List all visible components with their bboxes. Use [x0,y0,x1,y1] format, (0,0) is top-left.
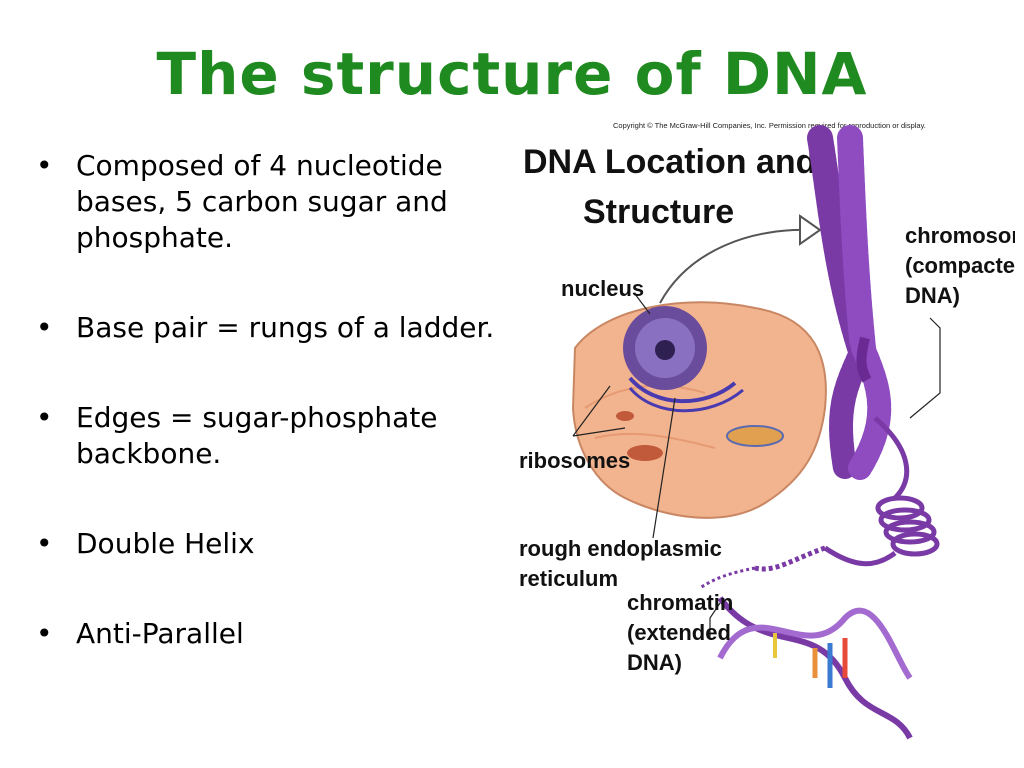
slide-title: The structure of DNA [156,40,868,108]
bullet-item: • Edges = sugar-phosphate backbone. [32,400,502,472]
label-chromosome-2: (compacted [905,253,1015,278]
bullet-item: • Anti-Parallel [32,616,502,652]
bullet-list: • Composed of 4 nucleotide bases, 5 carbo… [32,148,502,706]
figure-heading-line1: DNA Location and [523,143,816,181]
bullet-text: Composed of 4 nucleotide bases, 5 carbon… [76,149,448,254]
bullet-text: Anti-Parallel [76,617,244,650]
bullet-item: • Base pair = rungs of a ladder. [32,310,502,346]
bullet-item: • Composed of 4 nucleotide bases, 5 carbo… [32,148,502,256]
label-chromosome-1: chromosome [905,223,1015,248]
arrow-head [799,214,822,246]
label-ribosomes: ribosomes [519,448,630,473]
label-rer-1: rough endoplasmic [519,536,722,561]
label-chromatin-2: (extended [627,620,731,645]
bullet-text: Edges = sugar-phosphate backbone. [76,401,438,470]
bullet-dot: • [36,401,53,434]
bullet-item: • Double Helix [32,526,502,562]
arrow-curve [659,228,811,304]
label-rer-2: reticulum [519,566,618,591]
dna-double-helix [717,596,913,740]
figure-copyright: Copyright © The McGraw-Hill Companies, I… [613,121,926,130]
figure-heading-line2: Structure [583,193,734,231]
dna-location-figure: Copyright © The McGraw-Hill Companies, I… [519,121,1015,740]
bullet-dot: • [36,617,53,650]
label-nucleus: nucleus [561,276,644,301]
bullet-dot: • [36,149,53,182]
leader-lines [572,293,941,638]
chromatin-coil [699,416,940,590]
bullet-dot: • [36,527,53,560]
bullet-text: Base pair = rungs of a ladder. [76,311,495,344]
label-chromatin-1: chromatin [627,590,733,615]
chromosome-illustration [807,125,892,480]
bullet-text: Double Helix [76,527,255,560]
label-chromosome-3: DNA) [905,283,960,308]
bullet-dot: • [36,311,53,344]
cell-illustration [571,301,827,519]
label-chromatin-3: DNA) [627,650,682,675]
